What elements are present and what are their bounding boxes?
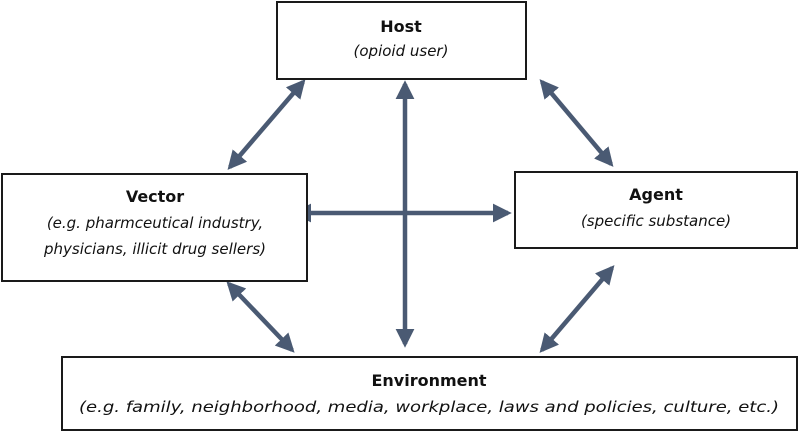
arrow-agent-environment: [539, 265, 615, 353]
agent-title: Agent: [629, 185, 683, 204]
host-title: Host: [380, 17, 422, 36]
node-vector: Vector (e.g. pharmceutical industry, phy…: [1, 173, 308, 282]
node-environment: Environment (e.g. family, neighborhood, …: [61, 356, 798, 431]
vector-subtitle-line1: (e.g. pharmceutical industry,: [47, 214, 263, 232]
arrow-vector-environment: [226, 281, 295, 353]
host-subtitle: (opioid user): [354, 42, 449, 60]
arrow-host-agent: [539, 79, 614, 167]
arrow-host-vector: [227, 79, 306, 170]
node-agent: Agent (specific substance): [514, 171, 798, 249]
vector-subtitle-line2: physicians, illicit drug sellers): [43, 240, 266, 258]
arrows: [226, 79, 615, 353]
vector-title: Vector: [126, 187, 184, 206]
agent-subtitle: (specific substance): [581, 212, 731, 230]
node-host: Host (opioid user): [276, 1, 527, 80]
environment-subtitle: (e.g. family, neighborhood, media, workp…: [79, 398, 779, 416]
environment-title: Environment: [371, 371, 486, 390]
